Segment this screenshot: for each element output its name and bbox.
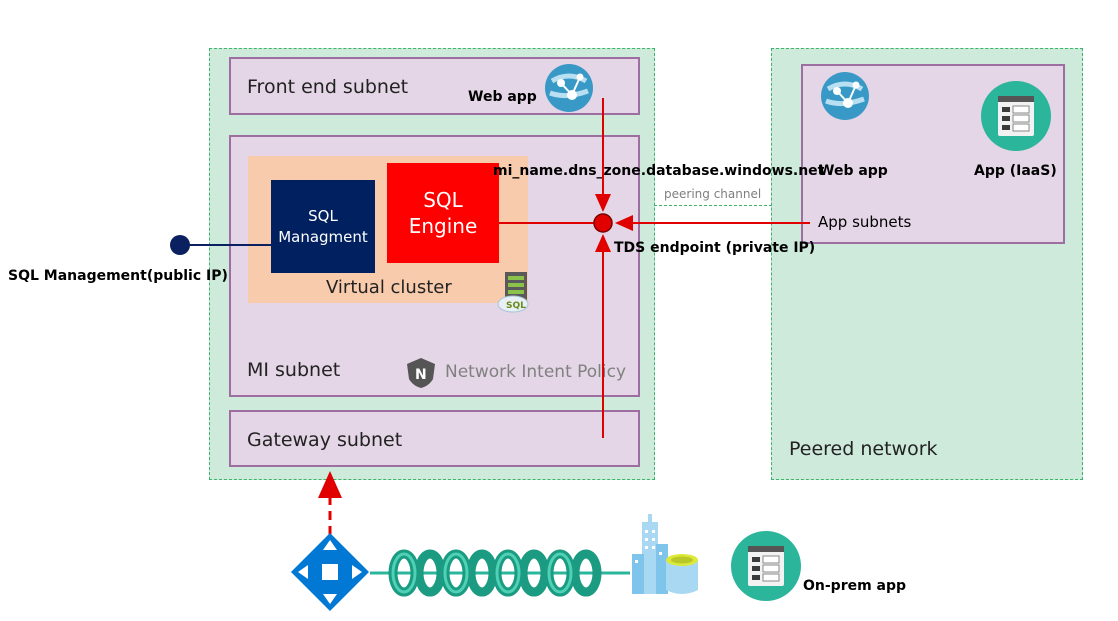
sql-server-icon: SQL <box>497 272 529 313</box>
tds-endpoint-label: TDS endpoint (private IP) <box>614 240 816 256</box>
gateway-router-icon <box>291 533 369 611</box>
sql-engine-line1: SQL <box>423 188 463 212</box>
network-policy-shield-icon: N <box>407 358 435 388</box>
public-ip-endpoint <box>170 235 190 255</box>
front-end-web-app-label: Web app <box>468 89 537 105</box>
sql-management-line1: SQL <box>308 206 338 225</box>
sql-management-public-ip-label: SQL Management(public IP) <box>8 268 228 284</box>
peered-web-app-icon <box>821 72 869 120</box>
sql-management-box: SQL Managment <box>271 180 375 273</box>
tds-endpoint-dot <box>593 213 613 233</box>
app-iaas-label: App (IaaS) <box>974 163 1057 179</box>
svg-text:SQL: SQL <box>506 301 526 311</box>
network-intent-policy-label: Network Intent Policy <box>445 362 627 382</box>
on-prem-building-icon <box>632 514 668 594</box>
peered-network-label: Peered network <box>789 438 938 460</box>
on-prem-app-label: On-prem app <box>803 578 907 594</box>
svg-text:N: N <box>415 367 427 383</box>
front-end-subnet-label: Front end subnet <box>247 76 409 98</box>
peering-channel-band <box>654 205 772 207</box>
dns-name-label: mi_name.dns_zone.database.windows.net <box>493 163 825 179</box>
peered-web-app-label: Web app <box>819 163 888 179</box>
gateway-subnet <box>229 410 640 467</box>
on-prem-database-icon <box>666 554 698 594</box>
vpn-tunnel-icon <box>388 549 602 597</box>
web-app-icon <box>545 64 593 112</box>
mi-subnet-label: MI subnet <box>247 359 341 381</box>
sql-management-line2: Managment <box>278 227 368 246</box>
app-subnets-label: App subnets <box>818 213 912 231</box>
peering-channel-label: peering channel <box>664 187 762 201</box>
sql-engine-box: SQL Engine <box>387 163 499 263</box>
gateway-subnet-label: Gateway subnet <box>247 429 403 451</box>
app-iaas-icon <box>981 81 1051 151</box>
on-prem-app-icon <box>731 531 801 601</box>
virtual-cluster-label: Virtual cluster <box>326 277 452 298</box>
sql-engine-line2: Engine <box>408 214 478 238</box>
